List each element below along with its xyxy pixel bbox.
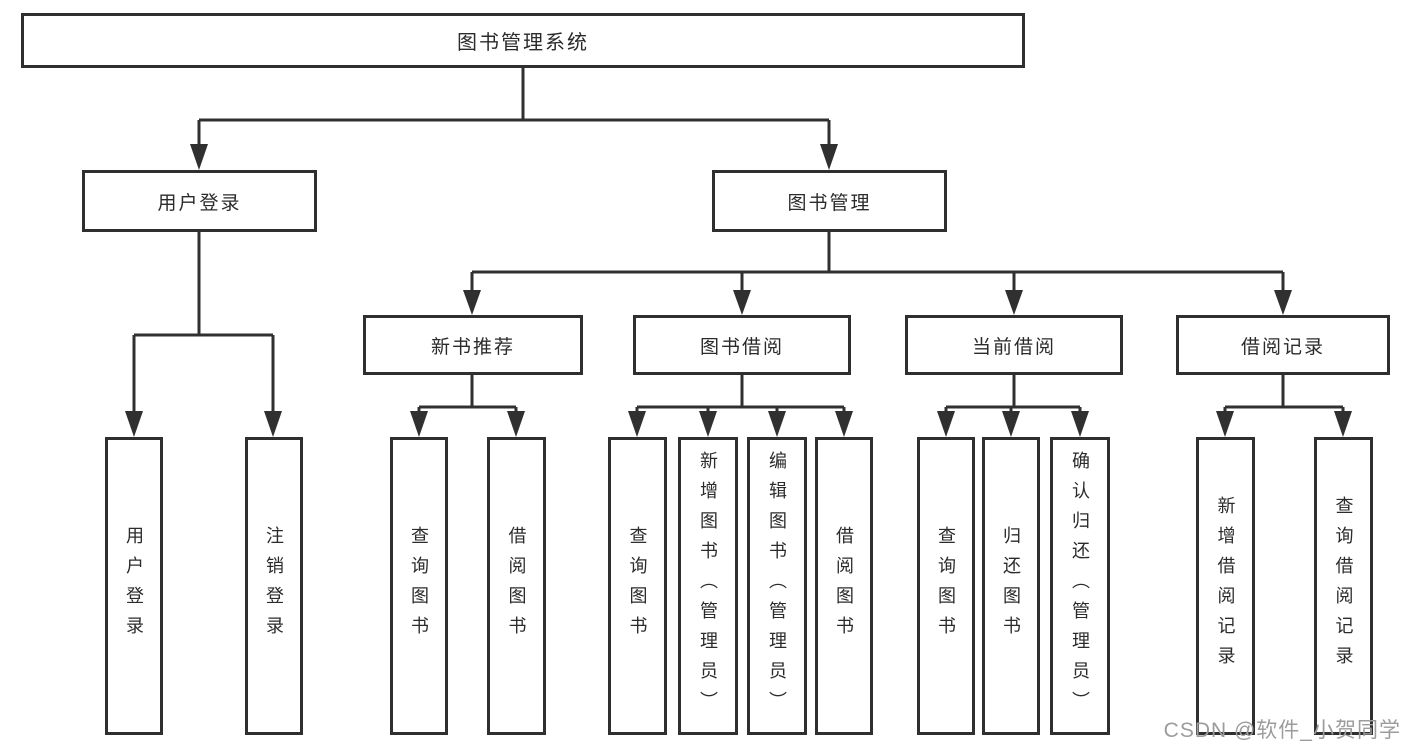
leaf-query-borrow-record: 查询借阅记录 (1314, 437, 1373, 735)
node-user-login: 用户登录 (82, 170, 317, 232)
leaf-edit-books-admin: 编辑图书（管理员） (747, 437, 807, 735)
arrowhead-icons (125, 144, 1352, 437)
leaf-borrow-books-recommend: 借阅图书 (487, 437, 546, 735)
node-book-management: 图书管理 (712, 170, 947, 232)
leaf-user-login: 用户登录 (105, 437, 163, 735)
node-borrow-records: 借阅记录 (1176, 315, 1390, 375)
node-book-borrow: 图书借阅 (633, 315, 851, 375)
leaf-logout-login: 注销登录 (245, 437, 303, 735)
leaf-confirm-return-admin: 确认归还（管理员） (1050, 437, 1110, 735)
node-current-borrow: 当前借阅 (905, 315, 1123, 375)
leaf-add-books-admin: 新增图书（管理员） (678, 437, 738, 735)
leaf-return-books: 归还图书 (982, 437, 1040, 735)
node-new-book-recommend: 新书推荐 (363, 315, 583, 375)
leaf-query-books-recommend: 查询图书 (390, 437, 448, 735)
leaf-add-borrow-record: 新增借阅记录 (1196, 437, 1255, 735)
leaf-query-books-current: 查询图书 (917, 437, 975, 735)
leaf-query-books-borrow: 查询图书 (608, 437, 667, 735)
leaf-borrow-books: 借阅图书 (815, 437, 873, 735)
csdn-watermark: CSDN @软件_小贺同学 (1163, 719, 1401, 742)
node-root-system: 图书管理系统 (21, 13, 1025, 68)
